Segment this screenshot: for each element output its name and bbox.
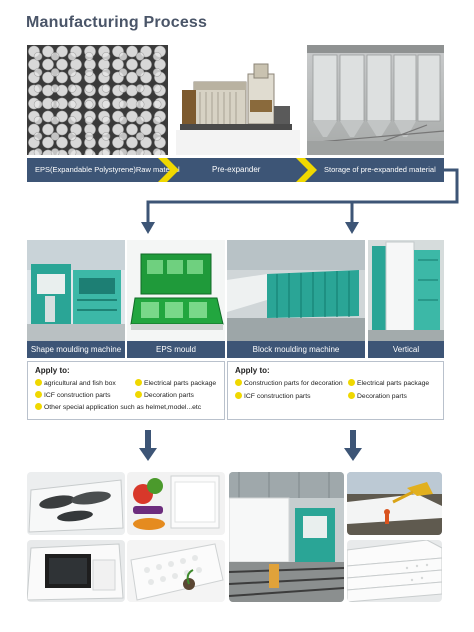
list-item: Construction parts for decoration (235, 379, 343, 387)
bullet-dot-icon (35, 403, 42, 410)
vertical-machine-photo (368, 240, 444, 341)
bullet-dot-icon (235, 392, 242, 399)
vegetable-box-photo (127, 472, 225, 535)
construction-site-photo (347, 472, 442, 535)
list-item: ICF construction parts (235, 392, 310, 400)
apply-box-left: Apply to: agricultural and fish box Elec… (27, 361, 225, 420)
bullet-dot-icon (35, 379, 42, 386)
chevron-right-icon (296, 158, 317, 182)
list-item: ICF construction parts (35, 391, 110, 399)
label-shape-moulding-machine: Shape moulding machine (27, 341, 125, 358)
arrow-down-icon (344, 430, 362, 461)
electrical-package-photo (27, 540, 125, 602)
list-item: Electrical parts package (348, 379, 429, 387)
bullet-dot-icon (135, 391, 142, 398)
list-item: Decoration parts (135, 391, 194, 399)
bullet-dot-icon (348, 392, 355, 399)
storage-silos-photo (307, 45, 444, 155)
shape-moulding-machine-photo (27, 240, 125, 341)
arrow-down-icon (139, 430, 157, 461)
fish-box-photo (27, 472, 125, 535)
flow-connector (141, 168, 459, 234)
apply-box-right: Apply to: Construction parts for decorat… (227, 361, 444, 420)
apply-heading: Apply to: (35, 366, 70, 375)
seedling-tray-photo (127, 540, 225, 602)
label-vertical: Vertical (368, 341, 444, 358)
list-item: agricultural and fish box (35, 379, 116, 387)
label-block-moulding-machine: Block moulding machine (227, 341, 365, 358)
list-item: Other special application such as helmet… (35, 403, 201, 411)
page-title: Manufacturing Process (26, 14, 208, 31)
block-production-line-photo (229, 472, 344, 602)
bullet-dot-icon (235, 379, 242, 386)
list-item: Electrical parts package (135, 379, 216, 387)
process-bar: EPS(Expandable Polystyrene)Raw material … (27, 158, 444, 182)
chevron-right-icon (158, 158, 179, 182)
eps-mould-photo (127, 240, 225, 341)
apply-heading: Apply to: (235, 366, 270, 375)
pre-expander-photo (176, 60, 300, 155)
process-step-raw-material: EPS(Expandable Polystyrene)Raw material (35, 165, 180, 174)
bullet-dot-icon (135, 379, 142, 386)
list-item: Decoration parts (348, 392, 407, 400)
process-step-storage: Storage of pre-expanded material (324, 165, 436, 174)
label-eps-mould: EPS mould (127, 341, 225, 358)
bullet-dot-icon (348, 379, 355, 386)
bullet-dot-icon (35, 391, 42, 398)
process-step-pre-expander: Pre-expander (212, 165, 261, 174)
eps-boards-photo (347, 540, 442, 602)
block-moulding-machine-photo (227, 240, 365, 341)
eps-beads-photo (27, 45, 168, 155)
